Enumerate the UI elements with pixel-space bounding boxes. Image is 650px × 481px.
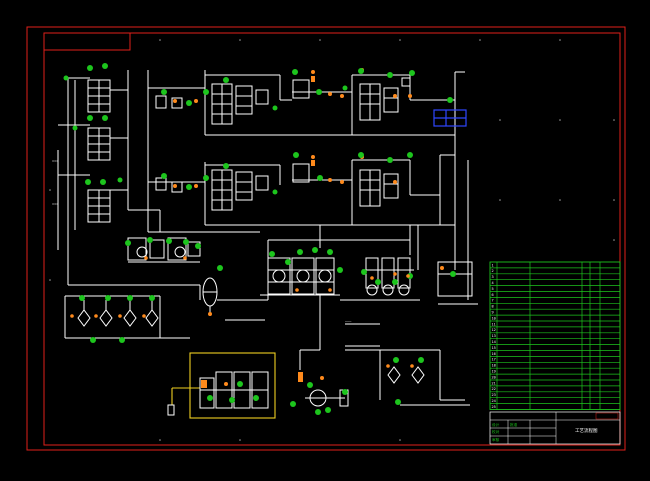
equipment-row-number: 2 (492, 269, 494, 273)
exchanger-bank-left (64, 295, 190, 343)
pump-group-center (125, 237, 223, 271)
equipment-row-number: 16 (492, 352, 496, 356)
equipment-row-number: 12 (492, 328, 496, 332)
equipment-row-number: 20 (492, 375, 496, 379)
equipment-row-number: 25 (492, 405, 496, 409)
equipment-row-number: 24 (492, 399, 496, 403)
equipment-row-number: 10 (492, 316, 496, 320)
selection-box (433, 109, 467, 127)
equipment-list-table: 1234567891011121314151617181920212223242… (489, 261, 621, 410)
equipment-row-number: 4 (492, 281, 494, 285)
process-train-upper (148, 68, 465, 136)
equipment-row-number: 6 (492, 293, 494, 297)
equipment-row-number: 19 (492, 370, 496, 374)
equipment-row-number: 13 (492, 334, 496, 338)
equipment-row-number: 21 (492, 381, 496, 385)
equipment-row-number: 11 (492, 322, 496, 326)
center-exchangers: ——— (202, 247, 380, 351)
title-block: 设计 校对 审核 批准 工艺流程图 (489, 411, 621, 445)
svg-text:===: === (52, 159, 58, 163)
pump-bottom-center (290, 350, 349, 415)
title-block-field-4: 批准 (510, 422, 518, 427)
equipment-row-number: 15 (492, 346, 496, 350)
title-block-field-3: 审核 (492, 437, 500, 442)
reactor-column-left: === === (52, 63, 260, 286)
equipment-row-number: 5 (492, 287, 494, 291)
equipment-row-number: 9 (492, 311, 494, 315)
svg-text:===: === (52, 202, 58, 206)
process-train-middle (148, 152, 455, 226)
equipment-row-number: 3 (492, 275, 494, 279)
equipment-row-number: 1 (492, 263, 494, 267)
svg-text:———: ——— (345, 319, 352, 323)
equipment-row-number: 18 (492, 364, 496, 368)
pump-group-right (360, 257, 478, 305)
yellow-unit-box (167, 352, 276, 419)
title-block-field-1: 设计 (492, 422, 500, 427)
equipment-row-number: 14 (492, 340, 496, 344)
equipment-row-number: 22 (492, 387, 496, 391)
exchanger-bank-bottom-right (345, 349, 470, 406)
drawing-frame (26, 26, 626, 451)
drawing-title: 工艺流程图 (575, 427, 598, 434)
equipment-row-number: 7 (492, 299, 494, 303)
equipment-row-number: 23 (492, 393, 496, 397)
equipment-row-number: 17 (492, 358, 496, 362)
grid-dots (49, 39, 615, 441)
title-block-field-2: 校对 (492, 429, 500, 434)
equipment-row-number: 8 (492, 305, 494, 309)
